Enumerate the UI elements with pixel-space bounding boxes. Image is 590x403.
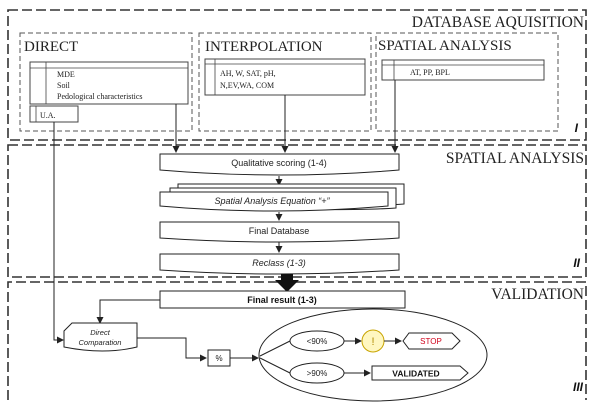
spatial-item-0: AT, PP, BPL bbox=[410, 68, 450, 77]
validated-node bbox=[371, 365, 469, 381]
lt90-label: <90% bbox=[307, 337, 328, 346]
equation-label: Spatial Analysis Equation “+” bbox=[215, 196, 331, 206]
percent-label: % bbox=[215, 354, 222, 363]
interpolation-items-box bbox=[204, 58, 366, 96]
section-validation-title: VALIDATION bbox=[491, 286, 584, 303]
block-arrow-down bbox=[275, 274, 299, 292]
final-result-label: Final result (1-3) bbox=[247, 295, 317, 305]
qualitative-scoring-label: Qualitative scoring (1-4) bbox=[231, 158, 327, 168]
interpolation-item-1: N,EV,WA, COM bbox=[220, 81, 274, 90]
section-database-frame bbox=[7, 9, 587, 141]
equation-box-stack bbox=[159, 183, 405, 212]
stop-label: STOP bbox=[420, 337, 442, 346]
direct-items-box bbox=[29, 61, 189, 105]
connector-result-comparation bbox=[96, 299, 160, 324]
interpolation-panel-title: INTERPOLATION bbox=[205, 39, 323, 55]
final-database-label: Final Database bbox=[249, 226, 310, 236]
section-validation-roman: III bbox=[573, 380, 584, 394]
section-spatial-frame bbox=[7, 144, 587, 278]
reclass-label: Reclass (1-3) bbox=[252, 258, 306, 268]
direct-item-2: Pedological characteristics bbox=[57, 92, 143, 101]
ua-label: U.A. bbox=[40, 111, 56, 120]
branch-line-gt90 bbox=[259, 357, 291, 374]
gt90-label: >90% bbox=[307, 369, 328, 378]
direct-item-1: Soil bbox=[57, 81, 71, 90]
final-database-box bbox=[159, 221, 400, 243]
connector-ua-comparation bbox=[53, 122, 64, 344]
connector-comparation-percent bbox=[137, 337, 207, 362]
interpolation-item-0: AH, W, SAT, pH, bbox=[220, 69, 276, 78]
validated-label: VALIDATED bbox=[392, 369, 439, 379]
stop-node bbox=[402, 332, 461, 350]
section-database-roman: I bbox=[575, 121, 579, 135]
direct-panel-title: DIRECT bbox=[24, 39, 78, 55]
direct-item-0: MDE bbox=[57, 70, 75, 79]
section-spatial-roman: II bbox=[573, 256, 580, 270]
reclass-box bbox=[159, 253, 400, 275]
spatial-items-box bbox=[381, 59, 545, 81]
section-database-title: DATABASE AQUISITION bbox=[412, 14, 584, 31]
qualitative-scoring-box bbox=[159, 153, 400, 176]
section-spatial-title: SPATIAL ANALYSIS bbox=[446, 150, 584, 167]
direct-comparation-label-2: Comparation bbox=[79, 338, 122, 347]
spatial-panel bbox=[375, 32, 559, 132]
decision-ellipse bbox=[258, 308, 488, 402]
direct-panel bbox=[19, 32, 193, 132]
branch-line-lt90 bbox=[259, 340, 291, 357]
spatial-panel-title: SPATIAL ANALYSIS bbox=[378, 38, 512, 54]
ua-box bbox=[29, 105, 79, 123]
direct-comparation-box bbox=[63, 322, 138, 352]
warning-label: ! bbox=[371, 336, 374, 348]
direct-comparation-label-1: Direct bbox=[90, 328, 111, 337]
